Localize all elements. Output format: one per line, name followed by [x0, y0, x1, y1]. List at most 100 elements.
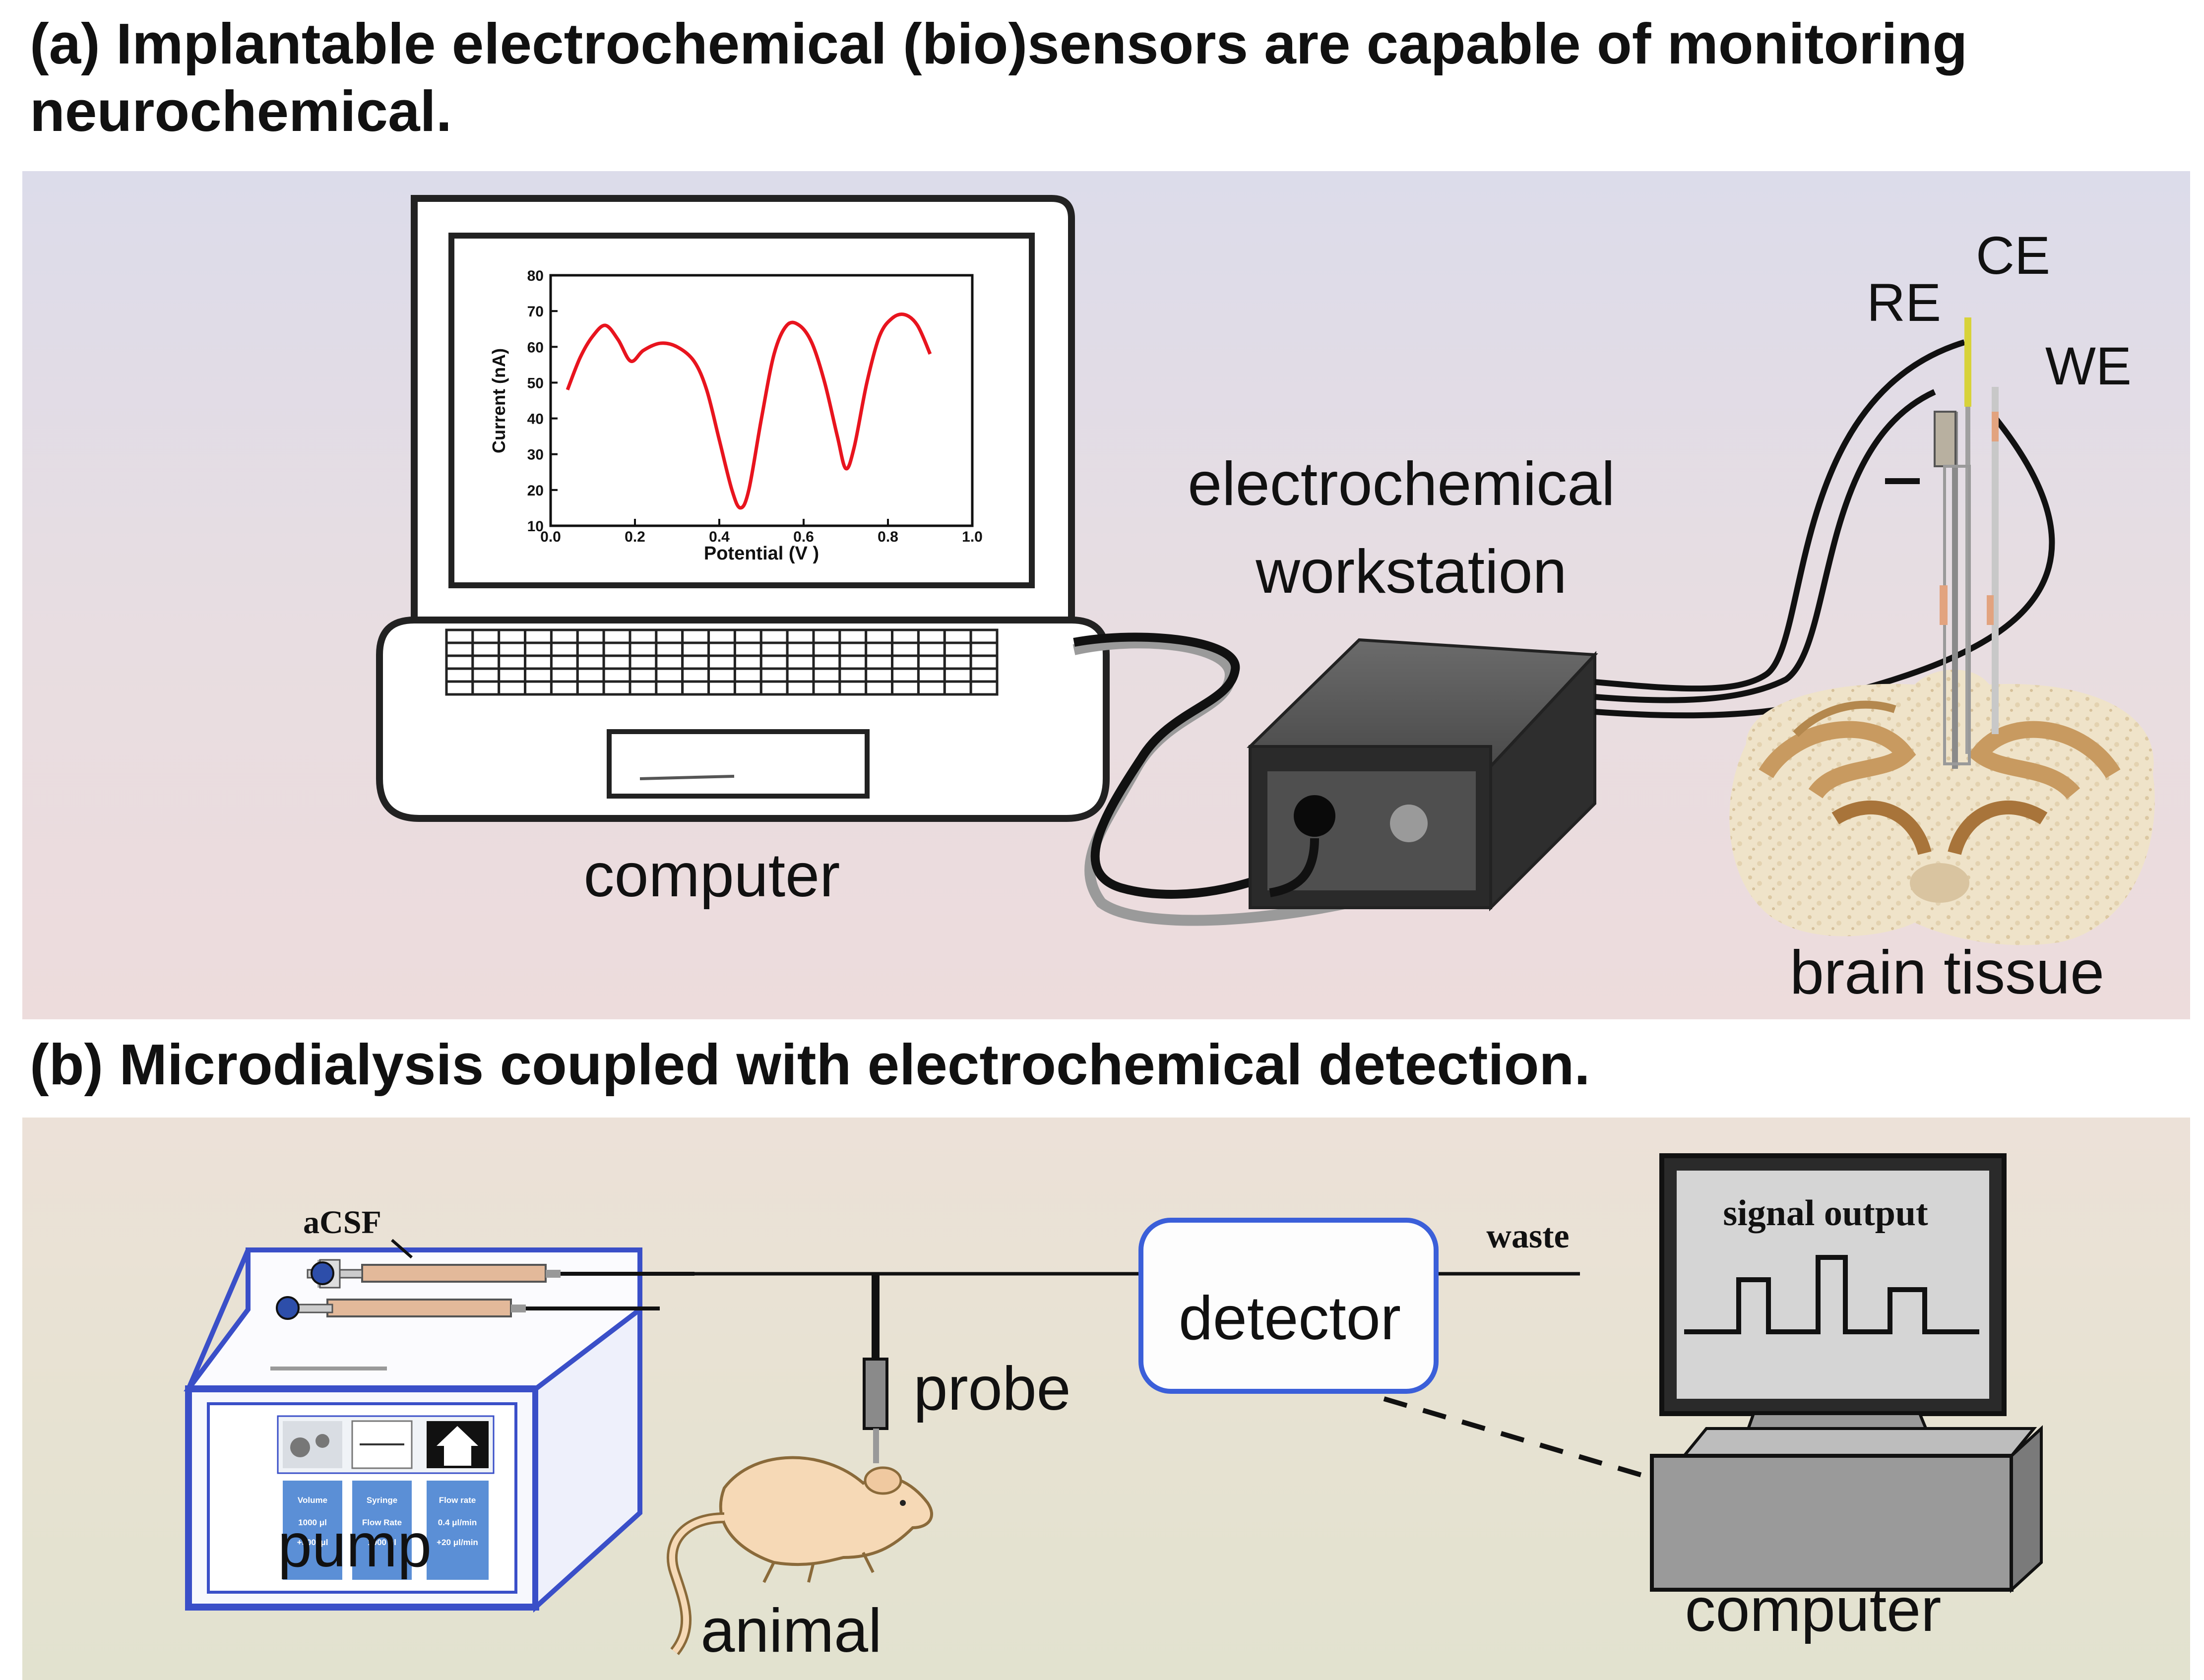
keyboard-key [602, 654, 631, 670]
signal-trace [1684, 1255, 1979, 1334]
black-port [1294, 795, 1335, 837]
computer-label-a: computer [584, 841, 840, 910]
keyboard-key [943, 680, 972, 696]
keyboard-key [681, 628, 710, 644]
keyboard-key [629, 654, 658, 670]
keyboard-key [759, 654, 789, 670]
pump-screen-col2-line1: Syringe [367, 1495, 397, 1505]
chart-y-tick-label: 40 [527, 411, 544, 428]
keyboard-key [629, 680, 658, 696]
we-electrode [1992, 387, 1999, 734]
chart-y-axis-label: Current (nA) [489, 348, 509, 453]
pump-label: pump [278, 1511, 432, 1580]
keyboard-key [524, 641, 553, 657]
probe-label: probe [913, 1355, 1071, 1423]
pump-screen-button-3[interactable] [427, 1481, 489, 1580]
keyboard-key [838, 628, 868, 644]
keyboard-key [917, 641, 946, 657]
keyboard-key [759, 641, 789, 657]
keyboard-key [498, 641, 527, 657]
keyboard-key [524, 667, 553, 683]
chart-frame [549, 274, 974, 527]
detector-box [1138, 1218, 1439, 1394]
keyboard-key [655, 667, 684, 683]
keyboard-key [733, 628, 762, 644]
keyboard-key [445, 680, 474, 696]
chart-x-tick-label: 0.8 [878, 529, 898, 545]
keyboard-key [445, 641, 474, 657]
keyboard-key [629, 641, 658, 657]
keyboard-icon [445, 628, 999, 696]
chart-x-tick-label: 1.0 [962, 529, 983, 545]
chart-y-tick-label: 10 [527, 518, 544, 535]
keyboard-key [655, 654, 684, 670]
keyboard-key [550, 654, 579, 670]
ce-cable [1594, 389, 1936, 703]
keyboard-key [550, 628, 579, 644]
pump-screen-buttons: Volume 1000 μl +5000μl Syringe Flow Rate… [283, 1481, 489, 1580]
keyboard-key [838, 641, 868, 657]
keyboard-key [550, 667, 579, 683]
syringe-2 [326, 1299, 512, 1317]
chart-y-tick-label: 30 [527, 447, 544, 463]
chart-y-tick-label: 80 [527, 268, 544, 284]
keyboard-key [602, 628, 631, 644]
brain-tissue-label: brain tissue [1790, 938, 2104, 1007]
keyboard-key [681, 641, 710, 657]
keyboard-key [943, 628, 972, 644]
brain-tissue-icon [1729, 670, 2155, 945]
signal-output-label: signal output [1723, 1193, 1928, 1234]
keyboard-key [524, 654, 553, 670]
keyboard-key [733, 641, 762, 657]
pump-screen-button-2[interactable] [352, 1481, 412, 1580]
pump-screen-col2-line2: Flow Rate [362, 1518, 402, 1527]
keyboard-key [891, 654, 920, 670]
keyboard-key [576, 628, 605, 644]
keyboard-key [891, 680, 920, 696]
pump-screen-button-1[interactable] [283, 1481, 342, 1580]
keyboard-key [759, 667, 789, 683]
keyboard-key [969, 667, 999, 683]
chart-x-axis-label: Potential (V ) [704, 543, 819, 564]
keyboard-key [759, 628, 789, 644]
keyboard-key [629, 667, 658, 683]
keyboard-key [812, 667, 841, 683]
acsf-label: aCSF [303, 1204, 381, 1241]
keyboard-key [812, 628, 841, 644]
pump-screen-col1-line1: Volume [298, 1495, 327, 1505]
detector-label: detector [1179, 1284, 1401, 1353]
workstation-label-line2: workstation [1255, 538, 1567, 606]
keyboard-key [838, 654, 868, 670]
keyboard-key [498, 628, 527, 644]
we-label: WE [2045, 336, 2132, 396]
workstation-box-icon [1247, 638, 1598, 912]
rat-icon [667, 1456, 934, 1655]
keyboard-key [445, 667, 474, 683]
keyboard-key [498, 680, 527, 696]
keyboard-key [524, 680, 553, 696]
keyboard-key [812, 680, 841, 696]
keyboard-key [471, 654, 501, 670]
panel-b-heading: (b) Microdialysis coupled with electroch… [30, 1032, 1590, 1097]
keyboard-key [707, 680, 736, 696]
electrode-assembly-icon [1885, 317, 1999, 769]
keyboard-key [445, 628, 474, 644]
keyboard-key [576, 667, 605, 683]
animal-label: animal [700, 1597, 882, 1665]
keyboard-key [969, 641, 999, 657]
ce-label: CE [1976, 225, 2050, 285]
keyboard-key [786, 628, 815, 644]
keyboard-key [891, 641, 920, 657]
syringe-1 [361, 1264, 547, 1283]
syringe-pump-icon: Volume 1000 μl +5000μl Syringe Flow Rate… [184, 1239, 694, 1613]
dashed-connection-line [1383, 1396, 1653, 1481]
pump-screen-col3-line1: Flow rate [439, 1495, 476, 1505]
keyboard-key [733, 654, 762, 670]
keyboard-key [943, 654, 972, 670]
keyboard-key [865, 641, 894, 657]
re-label: RE [1867, 272, 1941, 332]
pump-screen-col1-line2: 1000 μl [298, 1518, 327, 1527]
keyboard-key [786, 641, 815, 657]
